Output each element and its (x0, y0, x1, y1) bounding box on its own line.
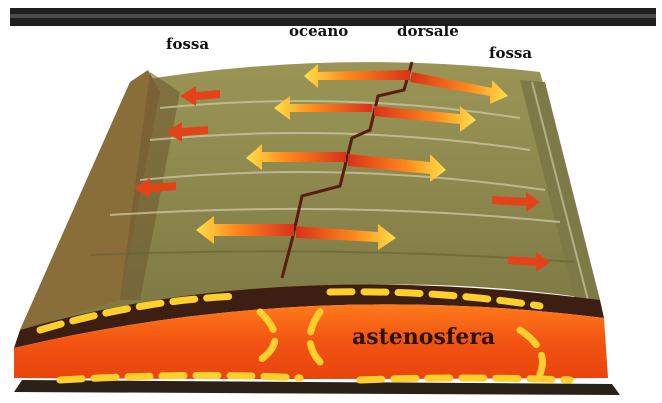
convection-arrow-icon (60, 375, 300, 380)
block-shadow (14, 380, 620, 395)
label-dorsale: dorsale (397, 24, 459, 39)
label-oceano: oceano (289, 24, 348, 39)
label-fossa-right: fossa (489, 46, 532, 61)
label-fossa-left: fossa (166, 37, 209, 52)
convection-arrow-icon (360, 378, 570, 380)
label-astenosfera: astenosfera (352, 326, 495, 348)
